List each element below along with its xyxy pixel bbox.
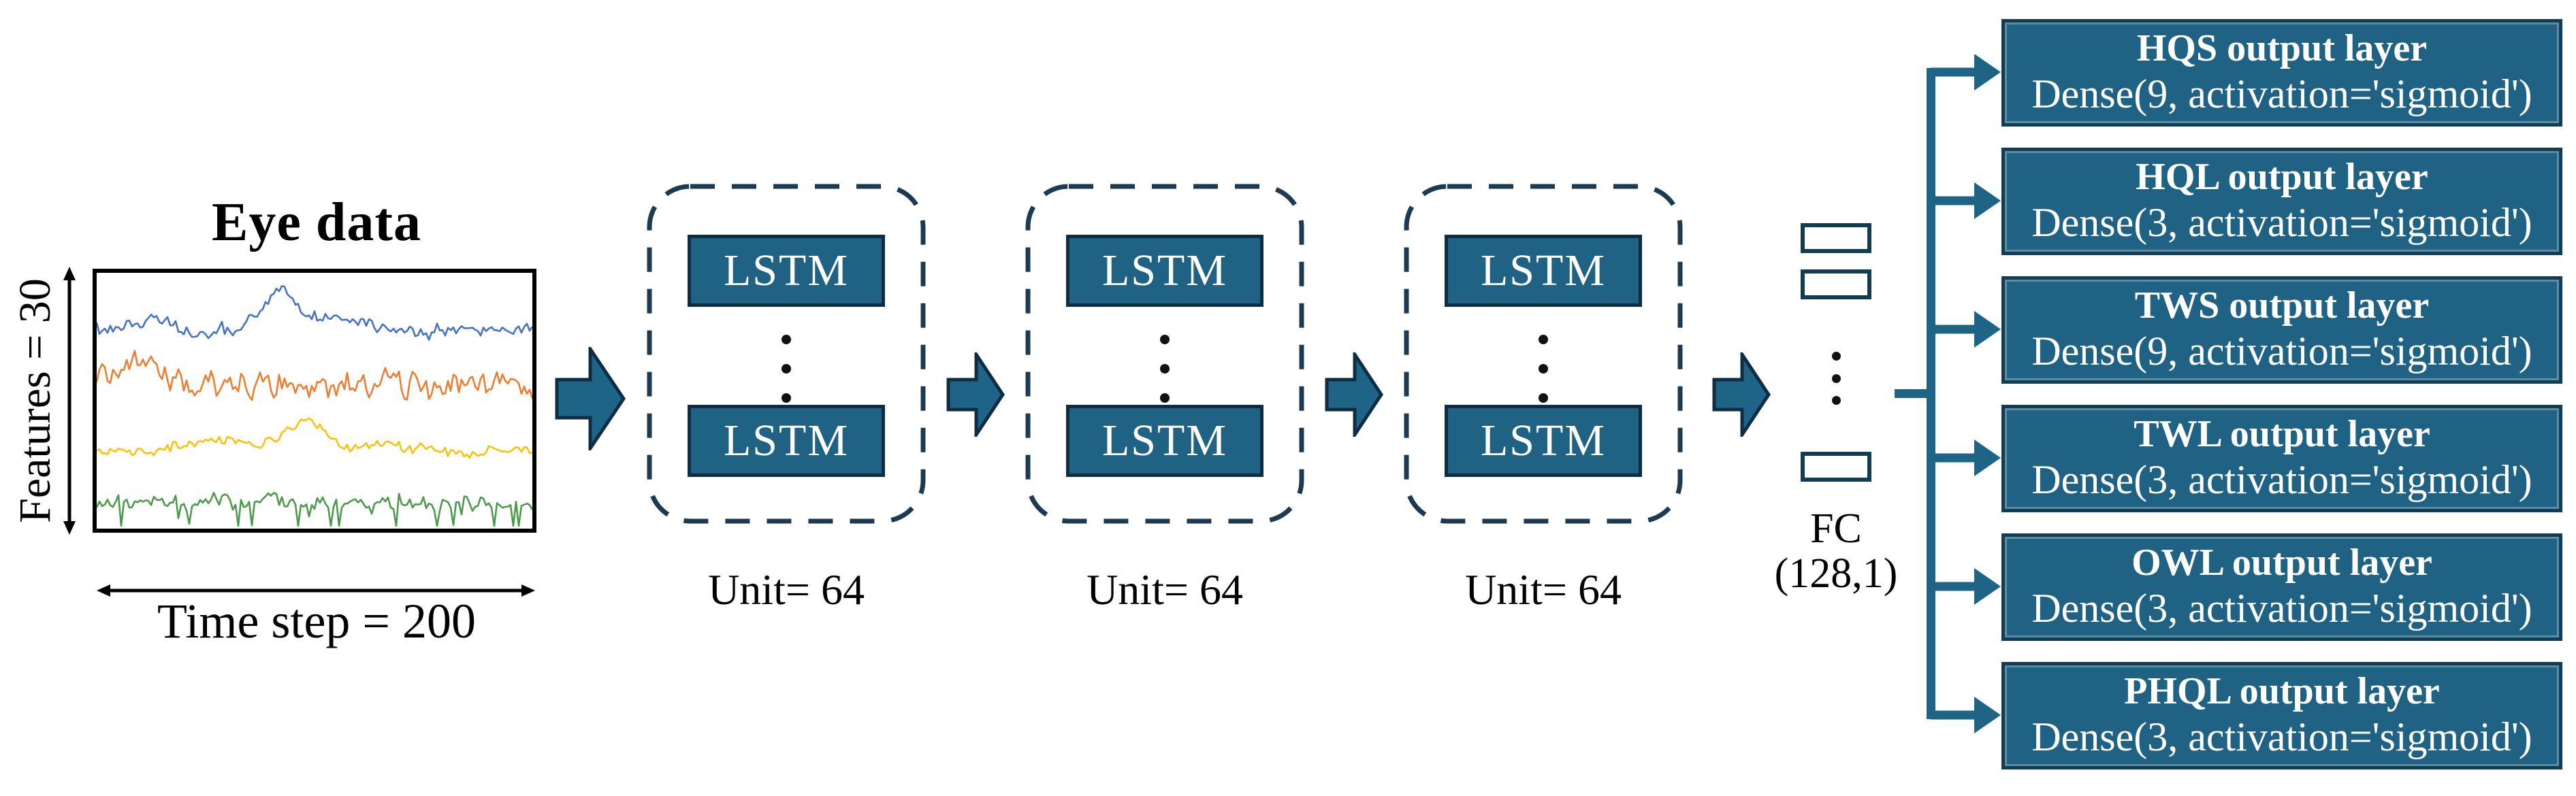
waveform-series-1 [97, 350, 532, 401]
ellipsis-dots [1404, 335, 1683, 403]
flow-arrow-lstm3-to-fc [1712, 352, 1771, 437]
lstm-unit-label: Unit= 64 [1465, 565, 1622, 614]
flow-arrow-lstm2-to-lstm3 [1325, 352, 1383, 437]
output-layer-dense: Dense(3, activation='sigmoid') [2031, 200, 2532, 245]
fc-label: FC [1810, 505, 1862, 552]
fc-ellipsis-dots [1826, 352, 1846, 405]
lstm-block-2: LSTM LSTM Unit= 64 [1025, 184, 1304, 614]
eye-data-waveforms [97, 285, 532, 527]
features-axis-arrow [63, 267, 76, 535]
fanout-connector [1895, 54, 2001, 733]
flow-arrow-input-to-lstm1 [555, 347, 626, 450]
output-layer-hqs: HQS output layer Dense(9, activation='si… [2001, 19, 2562, 127]
fc-shape-label: (128,1) [1774, 550, 1898, 597]
output-layer-dense: Dense(3, activation='sigmoid') [2031, 457, 2532, 502]
branch-line-5 [1931, 710, 1975, 720]
output-layer-title: HQS output layer [2136, 27, 2428, 69]
fc-neuron-box [1801, 269, 1871, 299]
lstm-block-1: LSTM LSTM Unit= 64 [647, 184, 926, 614]
lstm-cell: LSTM [1066, 235, 1263, 307]
fc-feed-line [1895, 389, 1931, 398]
lstm-block-dashed-border [1025, 184, 1304, 524]
output-layer-title: TWL output layer [2134, 413, 2430, 455]
output-layer-hql: HQL output layer Dense(3, activation='si… [2001, 148, 2562, 255]
branch-arrowhead-0 [1974, 54, 2001, 90]
branch-arrowhead-5 [1974, 697, 2001, 733]
branch-arrowhead-2 [1974, 311, 2001, 348]
waveform-series-3 [97, 491, 532, 527]
flow-arrow-lstm1-to-lstm2 [946, 352, 1005, 437]
branch-line-2 [1931, 325, 1975, 334]
branch-arrowhead-3 [1974, 440, 2001, 476]
lstm-cell: LSTM [1445, 405, 1642, 477]
fc-neuron-box [1801, 223, 1871, 253]
output-layer-dense: Dense(9, activation='sigmoid') [2031, 71, 2532, 116]
ellipsis-dots [1025, 335, 1304, 403]
branch-line-3 [1931, 453, 1975, 463]
output-layer-dense: Dense(3, activation='sigmoid') [2031, 714, 2532, 759]
branch-arrowhead-4 [1974, 568, 2001, 605]
waveform-series-0 [97, 285, 532, 341]
lstm-block-3: LSTM LSTM Unit= 64 [1404, 184, 1683, 614]
waveform-series-2 [97, 417, 532, 459]
input-title: Eye data [212, 193, 421, 252]
output-layer-title: HQL output layer [2136, 156, 2428, 198]
lstm-cell: LSTM [1445, 235, 1642, 307]
output-layer-dense: Dense(3, activation='sigmoid') [2031, 586, 2532, 631]
branch-line-1 [1931, 196, 1975, 205]
lstm-unit-label: Unit= 64 [708, 565, 865, 614]
branch-arrowhead-1 [1974, 182, 2001, 219]
output-layer-owl: OWL output layer Dense(3, activation='si… [2001, 533, 2562, 641]
lstm-block-dashed-border [1404, 184, 1683, 524]
branch-line-0 [1931, 67, 1975, 77]
timestep-axis-arrow [97, 584, 535, 597]
output-layer-title: TWS output layer [2134, 284, 2430, 327]
timestep-axis-label: Time step = 200 [157, 594, 476, 648]
lstm-block-dashed-border [647, 184, 926, 524]
lstm-cell: LSTM [688, 235, 885, 307]
output-layer-tws: TWS output layer Dense(9, activation='si… [2001, 276, 2562, 384]
eye-data-plot-frame [93, 269, 536, 533]
lstm-unit-label: Unit= 64 [1086, 565, 1243, 614]
features-axis-label: Features = 30 [10, 278, 60, 523]
output-layer-title: PHQL output layer [2124, 670, 2440, 712]
output-layer-twl: TWL output layer Dense(3, activation='si… [2001, 405, 2562, 512]
output-layer-dense: Dense(9, activation='sigmoid') [2031, 329, 2532, 374]
lstm-cell: LSTM [688, 405, 885, 477]
output-layer-title: OWL output layer [2131, 542, 2432, 584]
lstm-cell: LSTM [1066, 405, 1263, 477]
fc-neuron-box [1801, 452, 1871, 482]
output-layer-phql: PHQL output layer Dense(3, activation='s… [2001, 662, 2562, 769]
branch-line-4 [1931, 582, 1975, 591]
ellipsis-dots [647, 335, 926, 403]
